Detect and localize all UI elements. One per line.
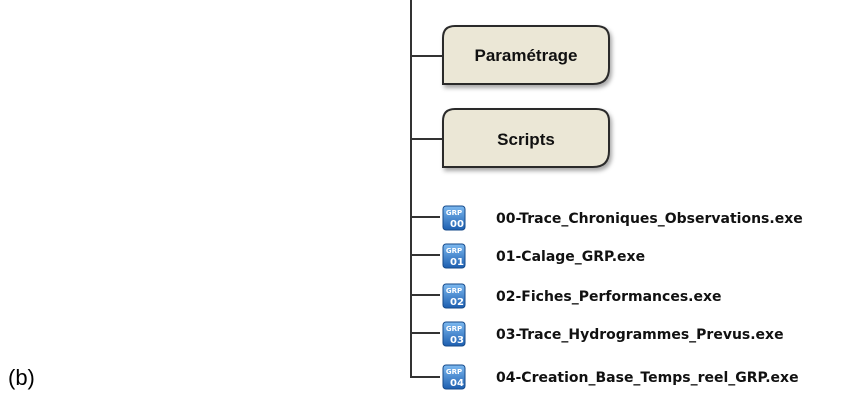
svg-text:GRP: GRP <box>446 368 462 376</box>
svg-text:01: 01 <box>450 257 464 268</box>
grp-exe-icon: GRP 02 <box>442 283 466 309</box>
grp-exe-icon: GRP 03 <box>442 321 466 347</box>
folder-parametrage[interactable]: Paramétrage <box>442 25 610 85</box>
svg-text:00: 00 <box>450 219 464 230</box>
svg-text:GRP: GRP <box>446 287 462 295</box>
file-name: 01-Calage_GRP.exe <box>496 249 645 265</box>
svg-text:04: 04 <box>450 378 464 389</box>
svg-text:GRP: GRP <box>446 209 462 217</box>
file-item-01[interactable]: GRP 01 01-Calage_GRP.exe <box>411 243 645 269</box>
file-name: 04-Creation_Base_Temps_reel_GRP.exe <box>496 370 799 386</box>
folder-box <box>442 108 610 168</box>
file-name: 03-Trace_Hydrogrammes_Prevus.exe <box>496 327 784 343</box>
svg-text:GRP: GRP <box>446 247 462 255</box>
svg-text:02: 02 <box>450 297 464 308</box>
file-item-04[interactable]: GRP 04 04-Creation_Base_Temps_reel_GRP.e… <box>411 364 799 390</box>
file-item-03[interactable]: GRP 03 03-Trace_Hydrogrammes_Prevus.exe <box>411 321 784 347</box>
svg-text:GRP: GRP <box>446 325 462 333</box>
file-name: 02-Fiches_Performances.exe <box>496 289 722 305</box>
panel-label: (b) <box>8 365 35 390</box>
folder-box <box>442 25 610 85</box>
grp-exe-icon: GRP 04 <box>442 364 466 390</box>
svg-text:03: 03 <box>450 335 464 346</box>
folder-label: Scripts <box>497 130 555 149</box>
file-name: 00-Trace_Chroniques_Observations.exe <box>496 211 803 227</box>
file-item-02[interactable]: GRP 02 02-Fiches_Performances.exe <box>411 283 722 309</box>
folder-scripts[interactable]: Scripts <box>442 108 610 168</box>
grp-exe-icon: GRP 00 <box>442 205 466 231</box>
folder-label: Paramétrage <box>474 46 577 65</box>
grp-exe-icon: GRP 01 <box>442 243 466 269</box>
file-item-00[interactable]: GRP 00 00-Trace_Chroniques_Observations.… <box>411 205 803 231</box>
